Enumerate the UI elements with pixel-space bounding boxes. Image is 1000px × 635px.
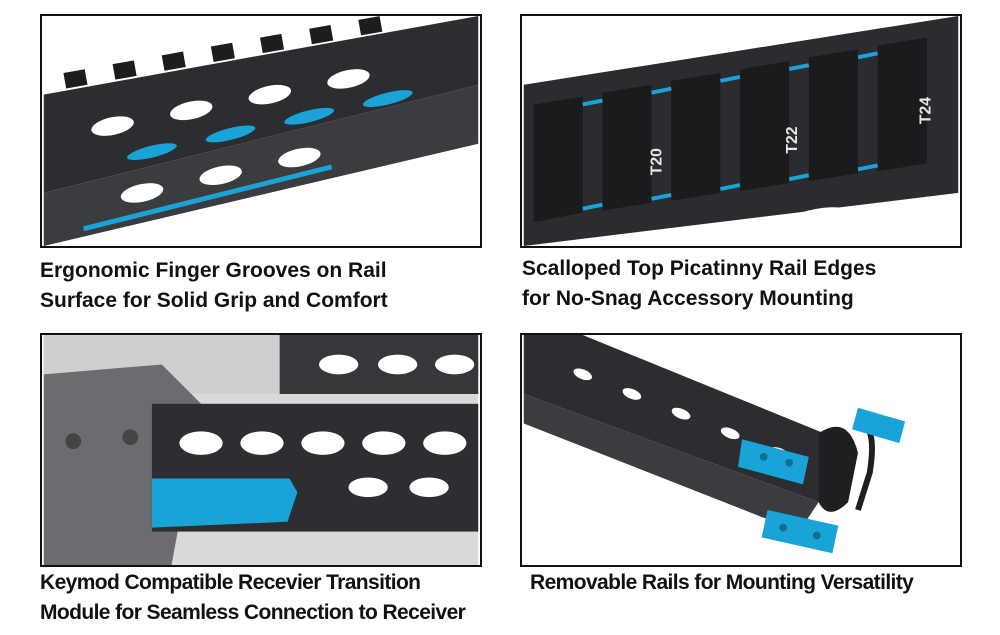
rail-marking: T24 xyxy=(918,97,935,124)
transition-module-caption: Keymod Compatible Recevier Transition Mo… xyxy=(40,568,466,628)
rail-marking: T20 xyxy=(648,148,665,175)
caption-line: Keymod Compatible Recevier Transition xyxy=(40,571,421,594)
finger-grooves-caption: Ergonomic Finger Grooves on Rail Surface… xyxy=(40,256,388,316)
picatinny-rail-icon: T20 T22 T24 xyxy=(523,16,959,246)
receiver-transition-icon xyxy=(43,335,479,565)
caption-line: Scalloped Top Picatinny Rail Edges xyxy=(522,257,877,280)
caption-line: for No-Snag Accessory Mounting xyxy=(522,287,854,310)
finger-grooves-photo xyxy=(40,14,482,248)
caption-line: Module for Seamless Connection to Receiv… xyxy=(40,601,466,624)
removable-rails-caption: Removable Rails for Mounting Versatility xyxy=(530,568,914,598)
caption-line: Surface for Solid Grip and Comfort xyxy=(40,289,388,312)
rail-marking: T22 xyxy=(784,126,801,153)
caption-line: Ergonomic Finger Grooves on Rail xyxy=(40,259,387,282)
caption-line: Removable Rails for Mounting Versatility xyxy=(530,571,914,594)
scalloped-rail-photo: T20 T22 T24 xyxy=(520,14,962,248)
removable-rails-photo xyxy=(520,333,962,567)
removable-rails-icon xyxy=(523,335,959,565)
handguard-finger-grooves-icon xyxy=(43,16,479,246)
transition-module-photo xyxy=(40,333,482,567)
scalloped-rail-caption: Scalloped Top Picatinny Rail Edges for N… xyxy=(522,254,876,314)
